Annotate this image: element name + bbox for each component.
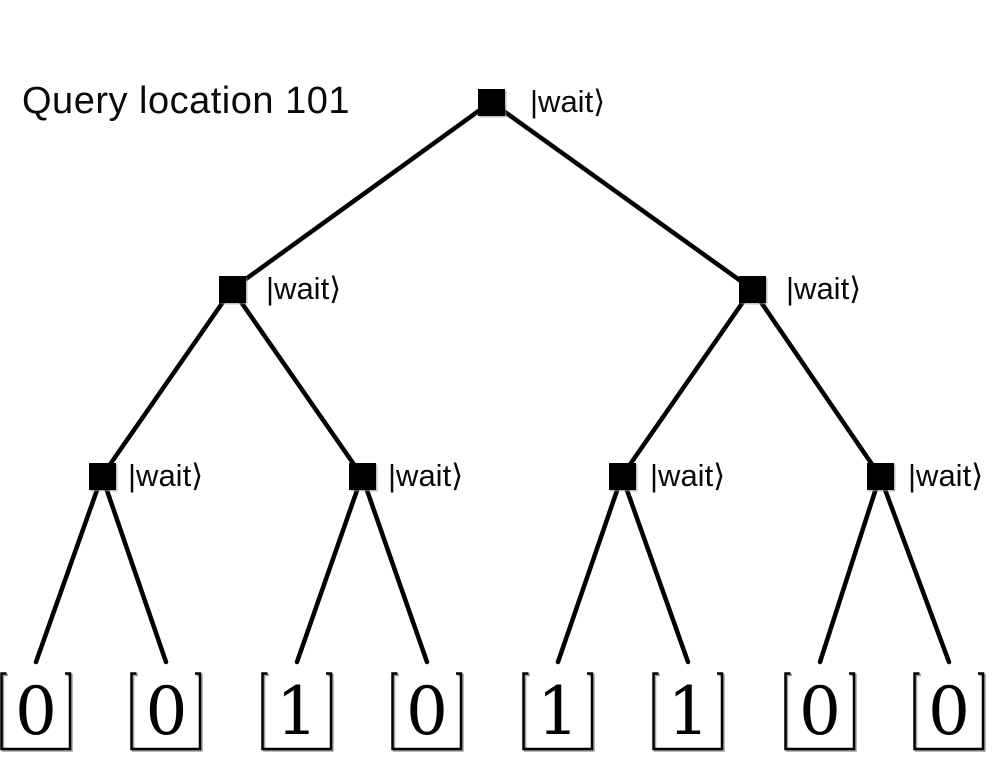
tree-edge (555, 473, 625, 665)
node-state-label-root: |wait⟩ (530, 84, 606, 119)
tree-edge (99, 473, 169, 665)
leaf-cell-000: 0 000 (0, 672, 73, 782)
node-state-label-10: |wait⟩ (650, 458, 726, 493)
tree-node-square-1 (738, 275, 766, 303)
leaf-cell-111: 0 111 (912, 672, 986, 782)
leaf-bucket-outline (390, 672, 464, 752)
leaf-value: 1 (667, 672, 710, 750)
tree-edge (359, 473, 430, 665)
leaf-cell-011: 0 011 (390, 672, 464, 782)
leaf-value: 1 (276, 672, 318, 750)
leaf-value: 0 (15, 672, 57, 750)
tree-edge (294, 473, 365, 665)
leaf-bucket-outline (521, 672, 595, 752)
leaf-value: 1 (537, 672, 579, 750)
diagram-title: Query location 101 (22, 80, 350, 122)
tree-node-square-11 (866, 462, 894, 490)
node-state-label-00: |wait⟩ (128, 458, 204, 493)
tree-node-square-00 (88, 462, 116, 490)
leaf-bucket-outline (130, 672, 203, 752)
tree-edge (817, 473, 883, 665)
tree-edge (488, 99, 755, 292)
tree-edge (877, 473, 952, 665)
leaf-bucket-outline (912, 672, 986, 752)
tree-node-square-01 (348, 462, 376, 490)
leaf-cell-110: 0 110 (783, 672, 857, 782)
leaf-cell-101: 1 101 (652, 672, 725, 782)
leaf-cell-100: 1 100 (521, 672, 595, 782)
leaf-value: 0 (406, 672, 448, 750)
node-state-label-11: |wait⟩ (908, 458, 984, 493)
tree-edge (749, 286, 883, 479)
leaf-bucket-outline (652, 672, 725, 752)
leaf-cell-010: 1 010 (260, 672, 334, 782)
node-state-label-0: |wait⟩ (266, 271, 342, 306)
tree-edge (99, 286, 235, 479)
leaf-value: 0 (928, 672, 970, 750)
leaf-cell-001: 0 001 (130, 672, 203, 782)
tree-edge (229, 286, 365, 479)
node-state-label-01: |wait⟩ (388, 458, 464, 493)
tree-node-square-0 (218, 275, 246, 303)
tree-edge (33, 473, 105, 665)
tree-node-square-root (477, 88, 505, 116)
leaf-value: 0 (145, 672, 188, 750)
leaf-bucket-outline (260, 672, 334, 752)
leaf-value: 0 (799, 672, 841, 750)
leaf-bucket-outline (783, 672, 857, 752)
leaf-bucket-outline (0, 672, 73, 752)
tree-edge (619, 286, 755, 479)
tree-edge (619, 473, 691, 665)
tree-edge (229, 99, 494, 292)
node-state-label-1: |wait⟩ (786, 271, 862, 306)
tree-node-square-10 (608, 462, 636, 490)
